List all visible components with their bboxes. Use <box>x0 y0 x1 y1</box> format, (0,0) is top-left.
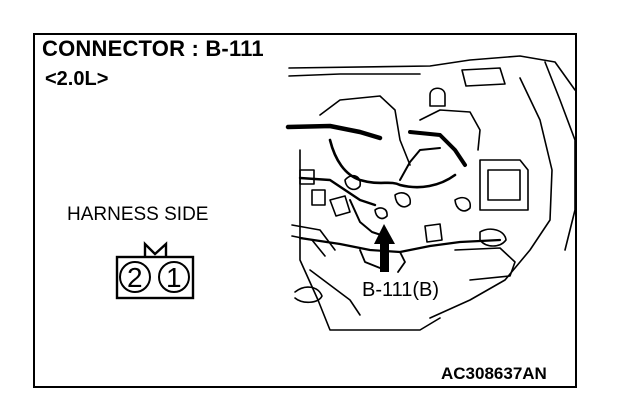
connector-pin-label: 2 <box>127 262 143 293</box>
connector-title: CONNECTOR : B-111 <box>42 36 264 61</box>
connector-callout-label: B-111(B) <box>362 279 440 301</box>
engine-variant-label: <2.0L> <box>45 68 109 90</box>
figure-id: AC308637AN <box>441 364 547 383</box>
harness-side-label: HARNESS SIDE <box>67 204 209 225</box>
connector-pin-label: 1 <box>166 262 182 293</box>
